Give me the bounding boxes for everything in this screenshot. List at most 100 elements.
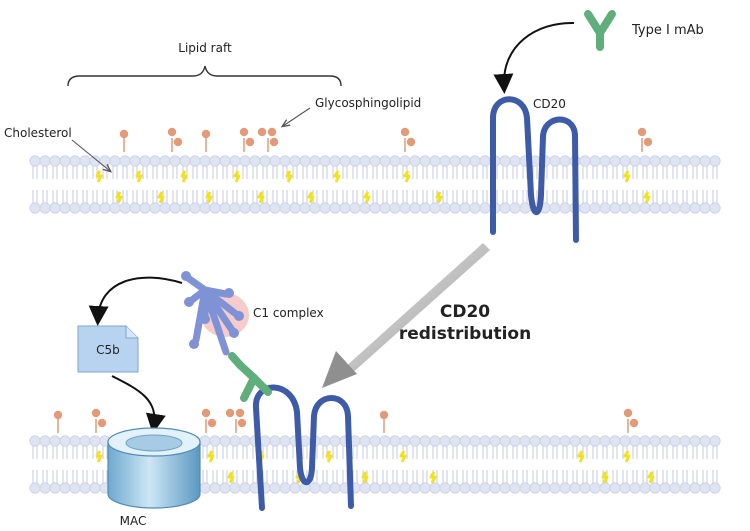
lipid-head [189, 202, 201, 214]
lipid-head [299, 202, 311, 214]
lipid-head [439, 202, 451, 214]
lipid-head [499, 435, 511, 447]
redistribution-arrow [322, 243, 490, 388]
lipid-head [589, 202, 601, 214]
lipid-head [629, 435, 641, 447]
lipid-head [29, 155, 41, 167]
lipid-head [419, 202, 431, 214]
lipid-head [499, 482, 511, 494]
lipid-head [459, 202, 471, 214]
lipid-head [459, 435, 471, 447]
lipid-head [449, 155, 461, 167]
lipid-head [559, 435, 571, 447]
lipid-head [479, 435, 491, 447]
lipid-head [509, 202, 521, 214]
lipid-head [699, 202, 711, 214]
lipid-head [529, 482, 541, 494]
lipid-head [599, 435, 611, 447]
lipid-head [309, 482, 321, 494]
lipid-head [679, 155, 691, 167]
lipid-head [239, 155, 251, 167]
lipid-head [489, 482, 501, 494]
lipid-head [249, 202, 261, 214]
lipid-head [709, 435, 721, 447]
cholesterol-mark [285, 170, 293, 183]
lipid-head [149, 202, 161, 214]
lipid-head [399, 482, 411, 494]
glycosphingolipid [53, 410, 63, 433]
lipid-head [279, 435, 291, 447]
lipid-head [419, 482, 431, 494]
glycosphingolipid-group [53, 127, 653, 433]
lipid-head [559, 202, 571, 214]
lipid-head [439, 482, 451, 494]
cholesterol-mark [577, 450, 585, 463]
lipid-head [449, 202, 461, 214]
lipid-head [369, 202, 381, 214]
lipid-head [319, 202, 331, 214]
lipid-head [609, 435, 621, 447]
lipid-head [699, 435, 711, 447]
lipid-head [469, 435, 481, 447]
lipid-raft-label: Lipid raft [178, 41, 232, 55]
lipid-head [619, 435, 631, 447]
lipid-head [419, 155, 431, 167]
lipid-head [349, 202, 361, 214]
lipid-head [49, 482, 61, 494]
lipid-head [199, 155, 211, 167]
lipid-head [39, 482, 51, 494]
lipid-head [439, 435, 451, 447]
lipid-head [59, 155, 71, 167]
c1-complex-label: C1 complex [253, 306, 324, 320]
lipid-head [659, 155, 671, 167]
lipid-head [259, 155, 271, 167]
lipid-head [49, 435, 61, 447]
lipid-head [89, 155, 101, 167]
lipid-head [619, 202, 631, 214]
lipid-head [579, 155, 591, 167]
lipid-head [329, 202, 341, 214]
lipid-head [29, 482, 41, 494]
cholesterol-mark [325, 450, 333, 463]
lipid-head [69, 202, 81, 214]
glycosphingolipid [623, 408, 639, 433]
lipid-head [639, 202, 651, 214]
lipid-head [519, 482, 531, 494]
lipid-head [389, 435, 401, 447]
lipid-head [179, 202, 191, 214]
lipid-head [39, 155, 51, 167]
cholesterol-mark [205, 191, 213, 204]
cholesterol-mark [647, 471, 655, 484]
type1-mab-label: Type Ⅰ mAb [631, 23, 704, 38]
lipid-head [479, 202, 491, 214]
glycosphingolipid-pointer [283, 107, 311, 126]
mac-label: MAC [120, 514, 147, 528]
lipid-head [359, 435, 371, 447]
cholesterol-mark [429, 471, 437, 484]
lipid-head [129, 202, 141, 214]
cholesterol-mark [361, 471, 369, 484]
cholesterol-mark [363, 191, 371, 204]
lipid-head [299, 155, 311, 167]
cd20-label: CD20 [533, 97, 566, 111]
lipid-head [359, 155, 371, 167]
lipid-head [489, 435, 501, 447]
lipid-head [339, 202, 351, 214]
lipid-head [519, 435, 531, 447]
lipid-head [659, 435, 671, 447]
lipid-head [89, 435, 101, 447]
lipid-head [259, 435, 271, 447]
lipid-head [499, 202, 511, 214]
lipid-head [539, 435, 551, 447]
lipid-head [79, 202, 91, 214]
lipid-head [639, 155, 651, 167]
lipid-head [219, 202, 231, 214]
cholesterol-mark [95, 450, 103, 463]
lipid-head [129, 155, 141, 167]
lipid-head [579, 202, 591, 214]
c5b-to-mac-arrow [111, 375, 166, 434]
lipid-head [229, 435, 241, 447]
lipid-head [629, 482, 641, 494]
c5b-label: C5b [96, 343, 120, 357]
cholesterol-mark [623, 170, 631, 183]
